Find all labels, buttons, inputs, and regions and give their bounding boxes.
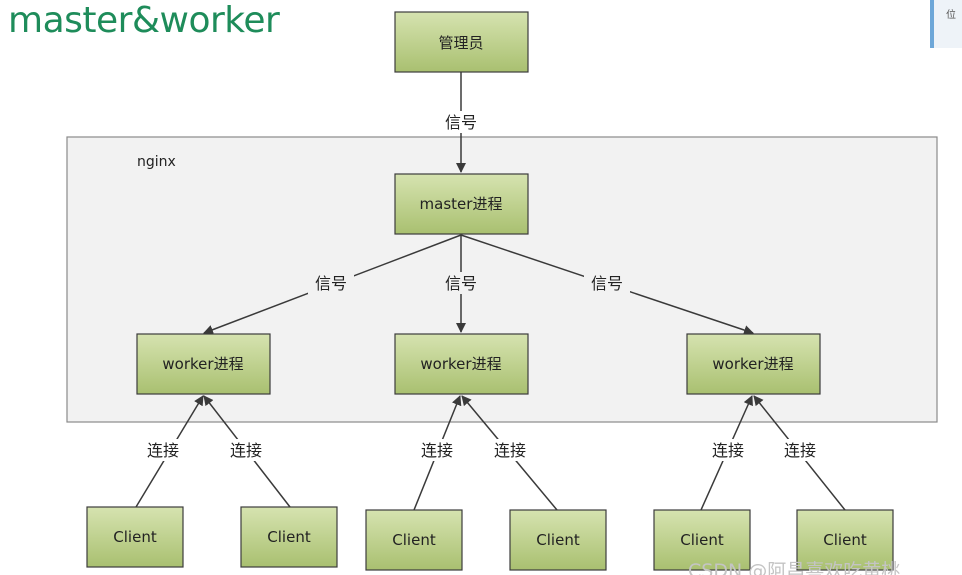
worker-node-3: worker进程 bbox=[686, 333, 821, 395]
worker-node-1: worker进程 bbox=[136, 333, 271, 395]
conn-label-bg-3b bbox=[778, 439, 822, 461]
client-node-3b-label: Client bbox=[823, 531, 867, 549]
signal-label-bg-3 bbox=[584, 272, 630, 294]
admin-node-label: 管理员 bbox=[438, 34, 483, 52]
client-node-1a-label: Client bbox=[113, 528, 157, 546]
admin-signal-label: 信号 bbox=[445, 113, 477, 132]
admin-signal-label-bg bbox=[436, 111, 486, 133]
page-title: master&worker bbox=[8, 0, 280, 41]
conn-label-3b: 连接 bbox=[784, 441, 816, 460]
client-node-2b: Client bbox=[509, 509, 607, 571]
worker-node-1-label: worker进程 bbox=[162, 355, 243, 373]
signal-label-bg-1 bbox=[308, 272, 354, 294]
client-node-3a-label: Client bbox=[680, 531, 724, 549]
conn-label-3a: 连接 bbox=[712, 441, 744, 460]
conn-label-1a: 连接 bbox=[147, 441, 179, 460]
conn-label-2a: 连接 bbox=[421, 441, 453, 460]
nginx-frame-label: nginx bbox=[137, 154, 176, 170]
worker-node-3-label: worker进程 bbox=[712, 355, 793, 373]
signal-label-bg-2 bbox=[438, 272, 484, 294]
worker-node-2: worker进程 bbox=[394, 333, 529, 395]
client-node-3b: Client bbox=[796, 509, 894, 571]
client-node-2a-label: Client bbox=[392, 531, 436, 549]
master-node-label: master进程 bbox=[420, 195, 503, 213]
admin-node: 管理员 bbox=[394, 11, 529, 73]
conn-label-2b: 连接 bbox=[494, 441, 526, 460]
master-signal-label-2: 信号 bbox=[445, 274, 477, 293]
client-node-2a: Client bbox=[365, 509, 463, 571]
master-signal-label-1: 信号 bbox=[315, 274, 347, 293]
conn-label-1b: 连接 bbox=[230, 441, 262, 460]
csdn-watermark: CSDN @阿昌喜欢吃黄桃 bbox=[688, 560, 901, 575]
client-node-1b: Client bbox=[240, 506, 338, 568]
master-node: master进程 bbox=[394, 173, 529, 235]
conn-label-bg-2b bbox=[488, 439, 532, 461]
master-signal-label-3: 信号 bbox=[591, 274, 623, 293]
conn-label-bg-1a bbox=[141, 439, 185, 461]
conn-label-bg-2a bbox=[415, 439, 459, 461]
worker-node-2-label: worker进程 bbox=[420, 355, 501, 373]
conn-label-bg-1b bbox=[224, 439, 268, 461]
client-node-2b-label: Client bbox=[536, 531, 580, 549]
client-node-3a: Client bbox=[653, 509, 751, 571]
side-tab-text: 位 bbox=[946, 10, 956, 21]
conn-label-bg-3a bbox=[706, 439, 750, 461]
side-tab[interactable]: 位 bbox=[930, 0, 962, 48]
client-node-1a: Client bbox=[86, 506, 184, 568]
client-node-1b-label: Client bbox=[267, 528, 311, 546]
